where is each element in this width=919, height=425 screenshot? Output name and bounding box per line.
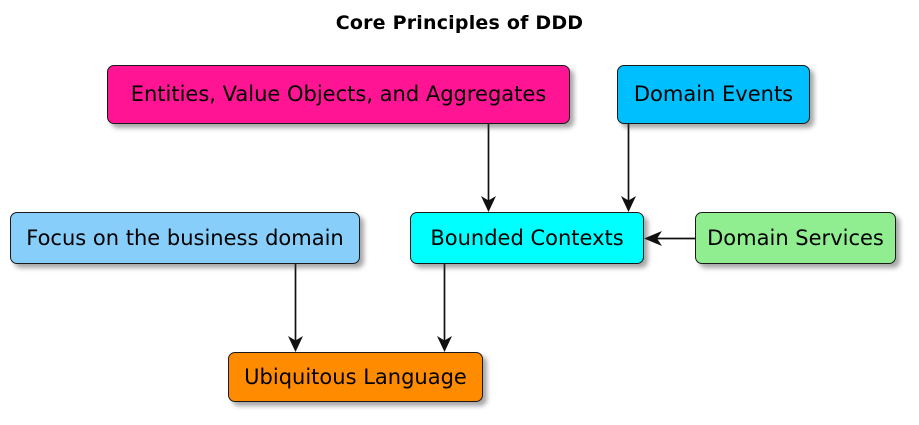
node-label: Focus on the business domain: [26, 225, 344, 250]
edge-domain-events-to-bounded-contexts: [621, 124, 636, 212]
node-label: Entities, Value Objects, and Aggregates: [130, 82, 547, 106]
node-domain-services[interactable]: Domain Services: [695, 212, 896, 264]
edge-domain-services-to-bounded-contexts: [644, 231, 695, 246]
node-ubiquitous-language[interactable]: Ubiquitous Language: [228, 352, 483, 402]
edge-focus-business-domain-to-ubiquitous-language: [288, 264, 303, 352]
node-focus-on-the-business-domain[interactable]: Focus on the business domain: [10, 212, 360, 264]
edge-entities-to-bounded-contexts: [481, 124, 496, 212]
node-entities-value-objects-aggregates[interactable]: Entities, Value Objects, and Aggregates: [107, 65, 570, 124]
node-label: Ubiquitous Language: [244, 364, 467, 389]
node-label: Domain Services: [707, 225, 884, 250]
node-bounded-contexts[interactable]: Bounded Contexts: [410, 212, 644, 264]
node-domain-events[interactable]: Domain Events: [617, 65, 810, 124]
node-label: Domain Events: [633, 82, 794, 106]
diagram-title: Core Principles of DDD: [335, 12, 584, 34]
node-label: Bounded Contexts: [430, 225, 624, 250]
edge-bounded-contexts-to-ubiquitous-language: [437, 264, 452, 352]
